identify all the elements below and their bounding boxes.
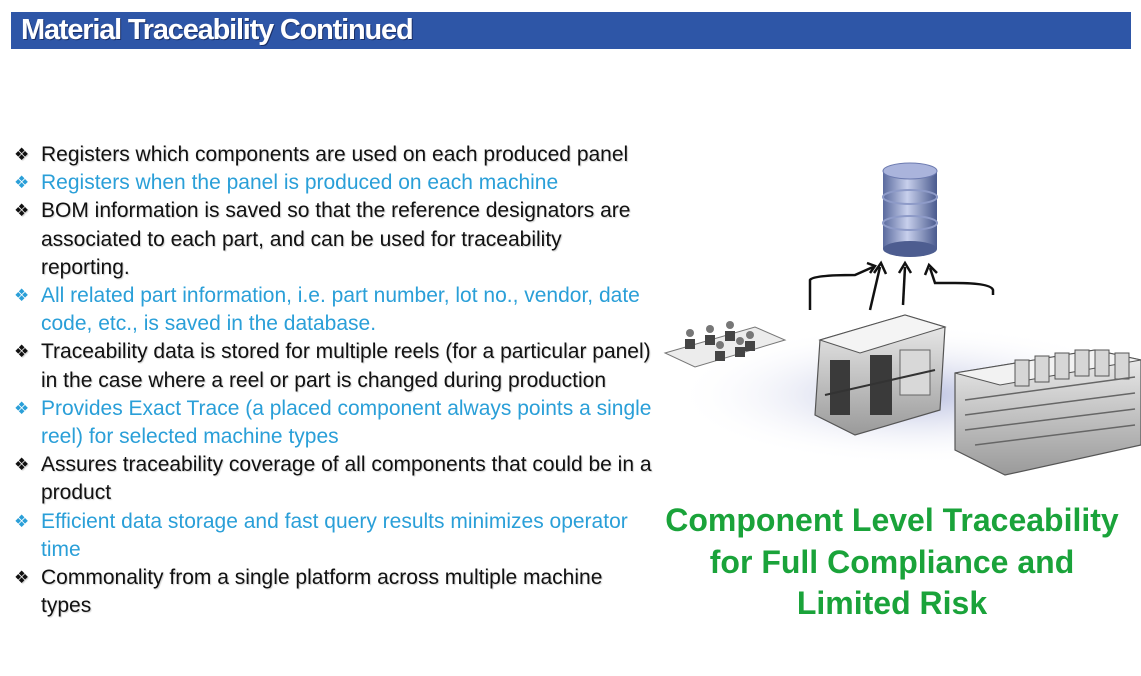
- caption: Component Level Traceability for Full Co…: [665, 502, 1119, 621]
- database-icon: [882, 162, 938, 257]
- bullet-text: Efficient data storage and fast query re…: [41, 509, 628, 561]
- bullet-text: BOM information is saved so that the ref…: [41, 199, 631, 279]
- feeder-machine-icon: [954, 349, 1141, 476]
- bullet-text: Provides Exact Trace (a placed component…: [41, 396, 652, 449]
- diamond-bullet-icon: ❖: [14, 342, 30, 362]
- placement-machine-icon: [814, 314, 947, 436]
- bullet-item: ❖ Registers when the panel is produced on…: [14, 169, 654, 197]
- page-title: Material Traceability Continued: [21, 14, 414, 46]
- diamond-bullet-icon: ❖: [14, 398, 30, 418]
- bullet-text: All related part information, i.e. part …: [41, 284, 640, 336]
- workstations-icon: [663, 321, 787, 368]
- bullet-text: Traceability data is stored for multiple…: [41, 340, 651, 392]
- bullet-item: ❖ Assures traceability coverage of all co…: [14, 451, 654, 507]
- diamond-bullet-icon: ❖: [14, 286, 30, 306]
- up-arrow-icon: [808, 260, 995, 311]
- bullet-text: Commonality from a single platform acros…: [41, 566, 603, 618]
- diamond-bullet-icon: ❖: [14, 201, 30, 221]
- bullet-text: Assures traceability coverage of all com…: [41, 453, 652, 505]
- bullet-item: ❖ Provides Exact Trace (a placed componen…: [14, 395, 654, 451]
- title-bar: Material Traceability Continued: [11, 12, 1131, 49]
- bullet-text: Registers when the panel is produced on …: [41, 171, 559, 195]
- bullet-item: ❖ All related part information, i.e. part…: [14, 282, 654, 338]
- diamond-bullet-icon: ❖: [14, 568, 30, 588]
- bullet-item: ❖ Commonality from a single platform acro…: [14, 564, 654, 620]
- diamond-bullet-icon: ❖: [14, 145, 30, 164]
- bullet-item: ❖ Registers which components are used on …: [14, 141, 654, 169]
- bullet-item: ❖ Traceability data is stored for multipl…: [14, 338, 654, 394]
- bullet-item: ❖ BOM information is saved so that the re…: [14, 197, 654, 282]
- diamond-bullet-icon: ❖: [14, 173, 30, 193]
- diamond-bullet-icon: ❖: [14, 511, 30, 531]
- diamond-bullet-icon: ❖: [14, 455, 30, 475]
- traceability-illustration: [663, 162, 1141, 476]
- bullet-text: Registers which components are used on e…: [41, 143, 629, 166]
- bullet-list: ❖ Registers which components are used on …: [14, 141, 654, 620]
- bullet-item: ❖ Efficient data storage and fast query r…: [14, 508, 654, 564]
